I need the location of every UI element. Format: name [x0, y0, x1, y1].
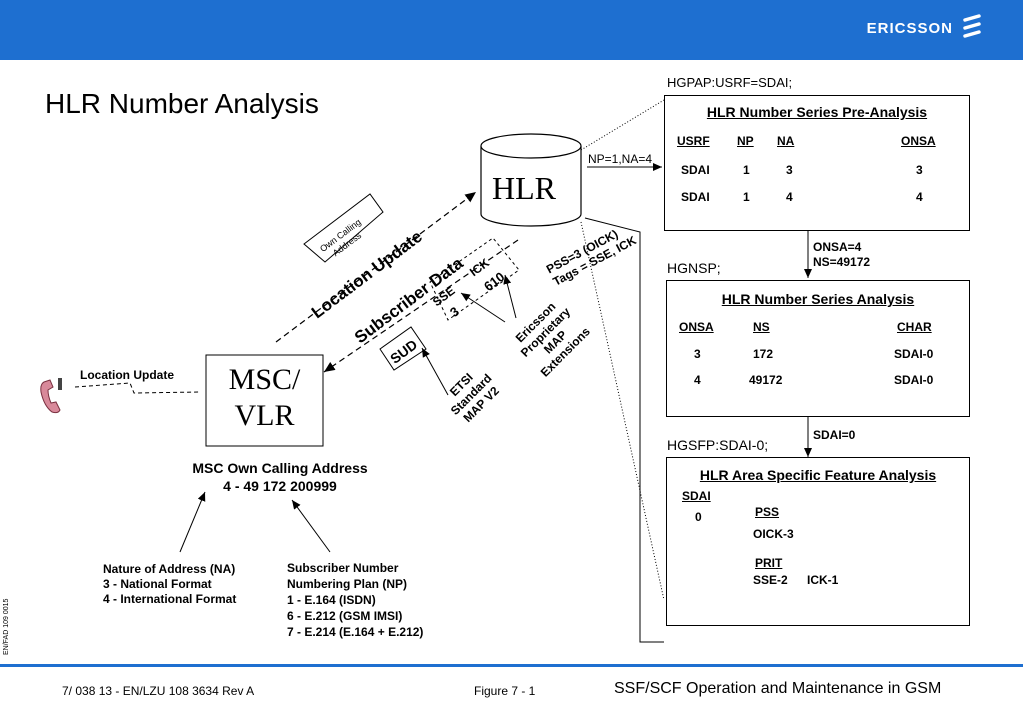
footer-line: [0, 664, 1023, 667]
msc-vlr-label: MSC/ VLR: [206, 362, 323, 434]
msc-own-calling-address: MSC Own Calling Address 4 - 49 172 20099…: [150, 459, 410, 495]
table-cell: 4: [916, 190, 923, 204]
hlr-label: HLR: [492, 170, 556, 206]
hlr-cylinder: [480, 133, 582, 227]
table-cell: 3: [694, 347, 701, 361]
np-line-3: 1 - E.164 (ISDN): [287, 593, 376, 607]
nature-of-address: Nature of Address (NA) 3 - National Form…: [103, 562, 236, 607]
table-cell: OICK-3: [753, 527, 794, 541]
mobile-phone-icon: [40, 378, 62, 414]
table-cell: ICK-1: [807, 573, 839, 587]
pre-analysis-table: HLR Number Series Pre-Analysis USRF NP N…: [664, 95, 970, 231]
np-line-1: Subscriber Number: [287, 561, 399, 575]
pre-analysis-title: HLR Number Series Pre-Analysis: [706, 104, 928, 120]
asf-title: HLR Area Specific Feature Analysis: [699, 467, 937, 483]
table-cell: SDAI-0: [894, 373, 934, 387]
side-doc-code: EN/FAD 109 0015: [3, 598, 10, 655]
area-specific-feature-table: HLR Area Specific Feature Analysis SDAI …: [666, 457, 970, 626]
table-cell: 4: [694, 373, 701, 387]
onsa-value: ONSA=4: [813, 240, 862, 254]
np-line-2: Numbering Plan (NP): [287, 577, 408, 591]
pre-analysis-command: HGPAP:USRF=SDAI;: [667, 75, 793, 90]
number-series-table: HLR Number Series Analysis ONSA NS CHAR …: [666, 280, 970, 417]
nsa-command: HGNSP;: [667, 260, 721, 276]
own-calling-tag: [303, 193, 384, 263]
np-line-4: 6 - E.212 (GSM IMSI): [287, 609, 403, 623]
nature-line-1: Nature of Address (NA): [103, 562, 236, 576]
pre-col-np: NP: [737, 134, 754, 148]
pre-col-na: NA: [777, 134, 795, 148]
brand-name: ERICSSON: [866, 20, 953, 37]
table-cell: SSE-2: [753, 573, 788, 587]
onsa-ns-label: ONSA=4 NS=49172: [813, 240, 870, 270]
page-title: HLR Number Analysis: [45, 88, 319, 119]
asf-col-prit: PRIT: [755, 556, 783, 570]
footer-figure: Figure 7 - 1: [474, 684, 536, 698]
nsa-col-ns: NS: [753, 320, 770, 334]
table-cell: 172: [753, 347, 774, 361]
nsa-title: HLR Number Series Analysis: [721, 291, 915, 307]
table-cell: 3: [916, 163, 923, 177]
table-cell: 1: [743, 163, 750, 177]
nsa-col-char: CHAR: [897, 320, 932, 334]
footer-doc-number: 7/ 038 13 - EN/LZU 108 3634 Rev A: [62, 684, 255, 698]
table-cell: 4: [786, 190, 793, 204]
own-calling-title: MSC Own Calling Address: [192, 460, 368, 476]
nature-line-3: 4 - International Format: [103, 592, 237, 606]
np-na-label: NP=1,NA=4: [588, 152, 653, 166]
asf-col-sdai: SDAI: [682, 489, 711, 503]
pre-col-usrf: USRF: [677, 134, 710, 148]
nsa-col-onsa: ONSA: [679, 320, 714, 334]
own-calling-value: 4 - 49 172 200999: [223, 478, 337, 494]
table-cell: 0: [695, 510, 702, 524]
msc-box: [205, 354, 324, 447]
numbering-plan: Subscriber Number Numbering Plan (NP) 1 …: [287, 560, 423, 640]
asf-command: HGSFP:SDAI-0;: [667, 437, 769, 453]
header-bar: [0, 0, 1023, 60]
table-cell: 1: [743, 190, 750, 204]
pre-col-onsa: ONSA: [901, 134, 936, 148]
ns-value: NS=49172: [813, 255, 871, 269]
sdai-label: SDAI=0: [813, 428, 856, 442]
msc-line-2: VLR: [234, 399, 295, 432]
ericsson-logo-icon: [963, 14, 981, 38]
np-line-5: 7 - E.214 (E.164 + E.212): [287, 625, 424, 639]
footer-course-title: SSF/SCF Operation and Maintenance in GSM: [614, 680, 942, 697]
table-cell: 49172: [749, 373, 783, 387]
table-cell: SDAI: [681, 190, 710, 204]
phone-location-update-label: Location Update: [80, 368, 175, 382]
table-cell: 3: [786, 163, 793, 177]
nature-line-2: 3 - National Format: [103, 577, 212, 591]
table-cell: SDAI-0: [894, 347, 934, 361]
msc-line-1: MSC/: [228, 363, 301, 396]
asf-col-pss: PSS: [755, 505, 780, 519]
table-cell: SDAI: [681, 163, 710, 177]
